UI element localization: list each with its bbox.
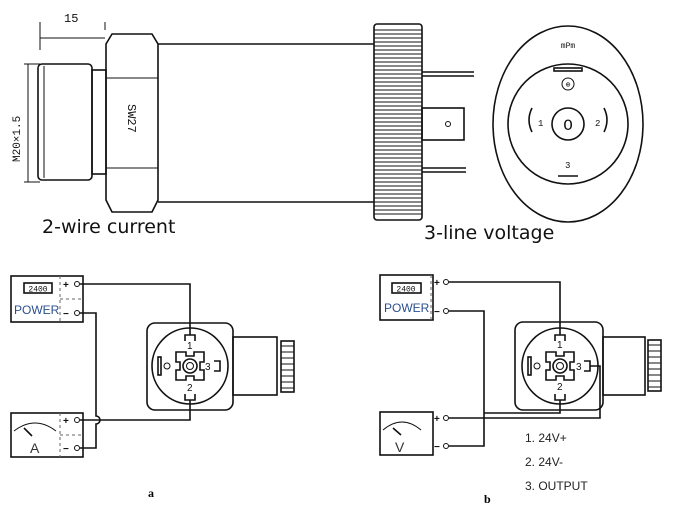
svg-text:3: 3: [205, 362, 211, 373]
svg-text:+: +: [434, 278, 440, 289]
svg-text:2: 2: [595, 119, 600, 129]
wire: [449, 310, 485, 447]
svg-text:3: 3: [565, 161, 570, 171]
wire: [484, 400, 561, 414]
length-dimension: 15: [64, 12, 78, 26]
svg-text:2: 2: [557, 382, 563, 393]
title-2-wire-current: 2-wire current: [42, 216, 175, 238]
meter-label: A: [30, 440, 40, 456]
ground-blade: [421, 107, 465, 141]
diagram-b: 2400 POWER + − V + − 1 2 3: [379, 274, 662, 506]
power-display: [391, 282, 422, 294]
svg-text:−: −: [63, 309, 69, 320]
ammeter: A + −: [10, 412, 84, 458]
power-label: POWER: [14, 303, 60, 317]
connector-a: 1 2 3: [146, 322, 295, 411]
thread-dimension: M20×1.5: [12, 116, 24, 162]
svg-text:+: +: [63, 416, 69, 427]
caption-b: b: [484, 492, 491, 506]
svg-text:2400: 2400: [396, 286, 415, 295]
svg-text:2: 2: [187, 383, 193, 394]
svg-text:1: 1: [187, 341, 193, 352]
meter-label: V: [395, 439, 405, 455]
sensor-face-view: O mPm ⊕ 1 2 3: [492, 25, 644, 223]
thread: [37, 63, 93, 181]
power-display: [23, 282, 53, 294]
hex-nut: [105, 33, 159, 213]
voltmeter: V + −: [379, 411, 449, 456]
svg-text:1: 1: [557, 340, 563, 351]
power-label: POWER: [384, 301, 430, 315]
svg-text:2400: 2400: [28, 286, 47, 295]
wire: [449, 365, 601, 419]
svg-text:⊕: ⊕: [566, 81, 571, 90]
power-supply: 2400 POWER + −: [10, 275, 84, 323]
power-supply: 2400 POWER + −: [379, 274, 449, 321]
wire: [80, 400, 191, 421]
wire: [449, 281, 561, 335]
wire: [80, 283, 191, 335]
svg-text:1: 1: [538, 119, 543, 129]
svg-text:−: −: [63, 444, 69, 455]
svg-text:−: −: [434, 442, 440, 453]
hex-size-label: SW27: [124, 104, 138, 133]
connector-b: 1 2 3: [514, 321, 662, 411]
pin-legend-1: 1. 24V+: [525, 431, 567, 445]
pin-legend-3: 3. OUTPUT: [525, 479, 588, 493]
sensor-side-view: 15 M20×1.5 SW27: [12, 12, 474, 221]
caption-a: a: [148, 486, 154, 500]
svg-text:3: 3: [576, 362, 582, 373]
face-marking: mPm: [561, 42, 576, 51]
svg-text:+: +: [434, 414, 440, 425]
diagram-a: 2400 POWER + − A + − 1: [10, 275, 295, 500]
svg-text:−: −: [434, 307, 440, 318]
title-3-line-voltage: 3-line voltage: [424, 222, 554, 244]
svg-text:+: +: [63, 280, 69, 291]
svg-text:O: O: [563, 117, 573, 135]
pin-legend-2: 2. 24V-: [525, 455, 563, 469]
